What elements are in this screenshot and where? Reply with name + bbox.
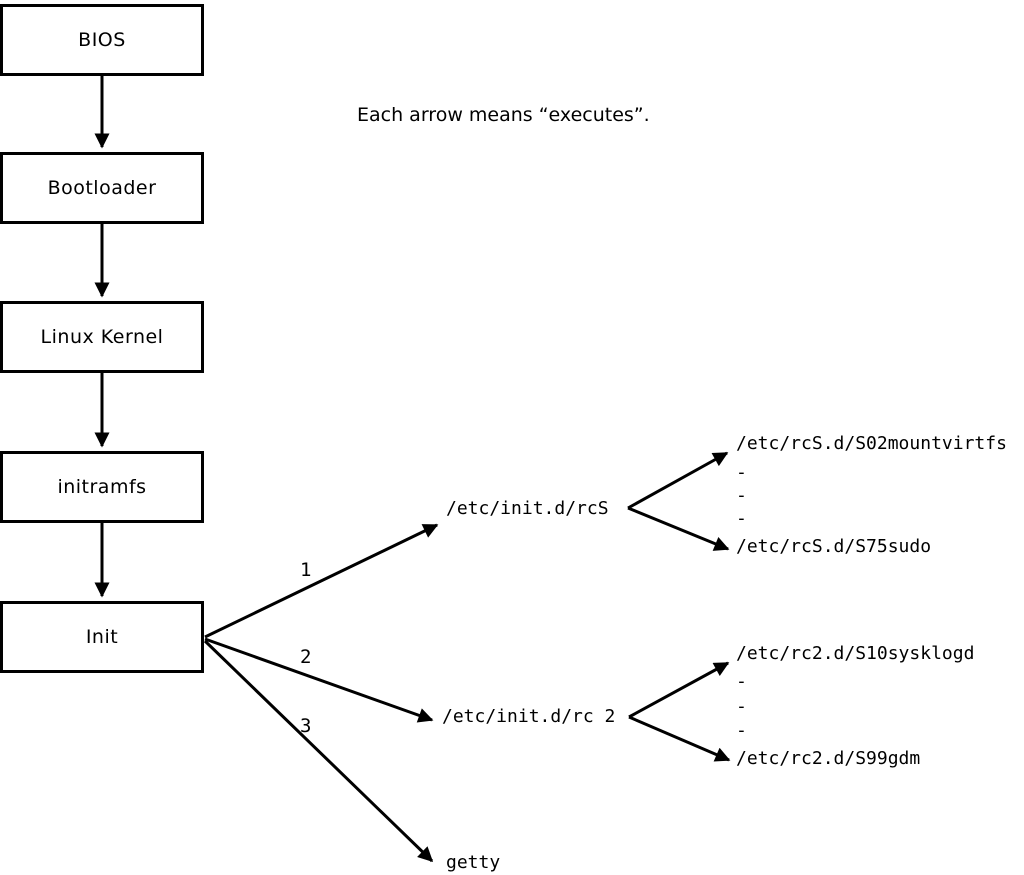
box-bootloader: Bootloader bbox=[0, 152, 204, 224]
label-rcs-s02mountvirtfs: /etc/rcS.d/S02mountvirtfs bbox=[736, 433, 1007, 454]
note-arrow-meaning: Each arrow means “executes”. bbox=[357, 104, 650, 126]
box-bios: BIOS bbox=[0, 4, 204, 76]
arrow-rcs-to-s02mountvirtfs bbox=[627, 451, 729, 510]
label-etc-init-d-rc2: /etc/init.d/rc 2 bbox=[442, 706, 616, 727]
label-getty: getty bbox=[446, 852, 501, 873]
label-rc2-ellipsis-3: - bbox=[736, 720, 747, 741]
box-init: Init bbox=[0, 601, 204, 673]
arrow-init-to-rc2 bbox=[204, 637, 434, 723]
label-rc2-s10sysklogd: /etc/rc2.d/S10sysklogd bbox=[736, 643, 975, 664]
arrow-init-to-rcs bbox=[204, 523, 439, 639]
label-rc2-ellipsis-1: - bbox=[736, 671, 747, 692]
box-linux-kernel: Linux Kernel bbox=[0, 301, 204, 373]
label-rcs-ellipsis-1: - bbox=[736, 462, 747, 483]
branch-order-3: 3 bbox=[300, 715, 312, 737]
label-rc2-ellipsis-2: - bbox=[736, 696, 747, 717]
label-rcs-ellipsis-2: - bbox=[736, 485, 747, 506]
arrow-init-to-getty bbox=[203, 639, 434, 863]
branch-order-1: 1 bbox=[300, 559, 312, 581]
arrow-rc2-to-s10sysklogd bbox=[628, 661, 730, 719]
label-rc2-s99gdm: /etc/rc2.d/S99gdm bbox=[736, 748, 921, 769]
label-etc-init-d-rcs: /etc/init.d/rcS bbox=[446, 498, 609, 519]
label-rcs-ellipsis-3: - bbox=[736, 508, 747, 529]
arrow-rcs-to-s75sudo bbox=[627, 506, 730, 551]
branch-order-2: 2 bbox=[300, 646, 312, 668]
box-initramfs: initramfs bbox=[0, 451, 204, 523]
arrow-rc2-to-s99gdm bbox=[628, 715, 731, 762]
label-rcs-s75sudo: /etc/rcS.d/S75sudo bbox=[736, 536, 932, 557]
